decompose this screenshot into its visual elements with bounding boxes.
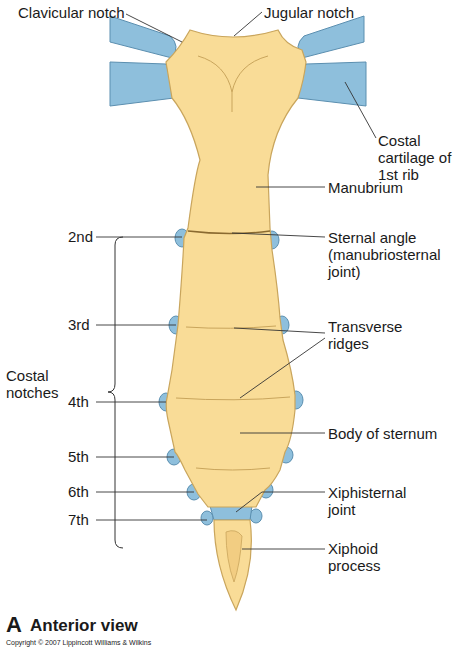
transverse-ridge bbox=[196, 468, 270, 470]
transverse-ridge bbox=[186, 326, 276, 328]
leader-line bbox=[240, 338, 325, 398]
part-label: Jugular notch bbox=[264, 4, 414, 21]
leader-line bbox=[345, 82, 376, 138]
transverse-ridge bbox=[176, 397, 290, 400]
leader-line bbox=[234, 328, 325, 333]
leader-line bbox=[96, 457, 174, 458]
callout-number: 7th bbox=[68, 511, 108, 528]
callout-number: 6th bbox=[68, 483, 108, 500]
part-label: Costal cartilage of 1st rib bbox=[378, 132, 470, 183]
cartilage-group bbox=[110, 16, 366, 525]
callout-number: 5th bbox=[68, 448, 108, 465]
callout-number: 2nd bbox=[68, 228, 108, 245]
callout-number: 3rd bbox=[68, 316, 108, 333]
leader-line bbox=[96, 237, 182, 238]
sternal-angle-line bbox=[188, 231, 270, 234]
sternum-bone bbox=[166, 30, 306, 507]
part-label: Clavicular notch bbox=[18, 4, 168, 21]
clavicle-cut bbox=[298, 16, 364, 58]
costal-cartilage bbox=[298, 62, 366, 106]
callout-number: 4th bbox=[68, 393, 108, 410]
leader-line bbox=[236, 492, 325, 512]
copyright-note: Copyright © 2007 Lippincott Williams & W… bbox=[6, 639, 306, 647]
leader-line bbox=[234, 12, 262, 36]
part-label: Body of sternum bbox=[328, 425, 468, 442]
bone-surface-lines bbox=[176, 56, 290, 470]
leader-line bbox=[126, 14, 182, 42]
figure-caption: Anterior view bbox=[30, 616, 230, 636]
costal-cartilage bbox=[110, 62, 174, 106]
part-label: Xiphisternal joint bbox=[328, 484, 428, 518]
manubrium-ridge bbox=[198, 56, 232, 112]
bracket bbox=[108, 237, 123, 548]
xiphoid-bone bbox=[214, 520, 251, 610]
leader-line bbox=[232, 233, 325, 237]
leader-line bbox=[96, 402, 166, 403]
part-label: Sternal angle (manubriosternal joint) bbox=[328, 229, 468, 280]
part-label: Xiphoid process bbox=[328, 540, 418, 574]
part-label: Manubrium bbox=[328, 179, 468, 196]
group-label: Costal notches bbox=[6, 367, 66, 401]
xiphisternal-cartilage bbox=[210, 506, 252, 520]
leader-line bbox=[96, 520, 207, 521]
leader-line bbox=[240, 433, 325, 434]
leader-line bbox=[256, 187, 325, 188]
costal-notch bbox=[201, 511, 213, 525]
leader-line bbox=[242, 549, 325, 550]
leader-lines bbox=[96, 12, 376, 549]
leader-line bbox=[96, 492, 194, 493]
manubrium-ridge bbox=[232, 56, 268, 92]
leader-line bbox=[96, 325, 176, 326]
xiphoid-groove bbox=[226, 531, 242, 582]
costal-notch bbox=[250, 509, 262, 523]
part-label: Transverse ridges bbox=[328, 318, 428, 352]
